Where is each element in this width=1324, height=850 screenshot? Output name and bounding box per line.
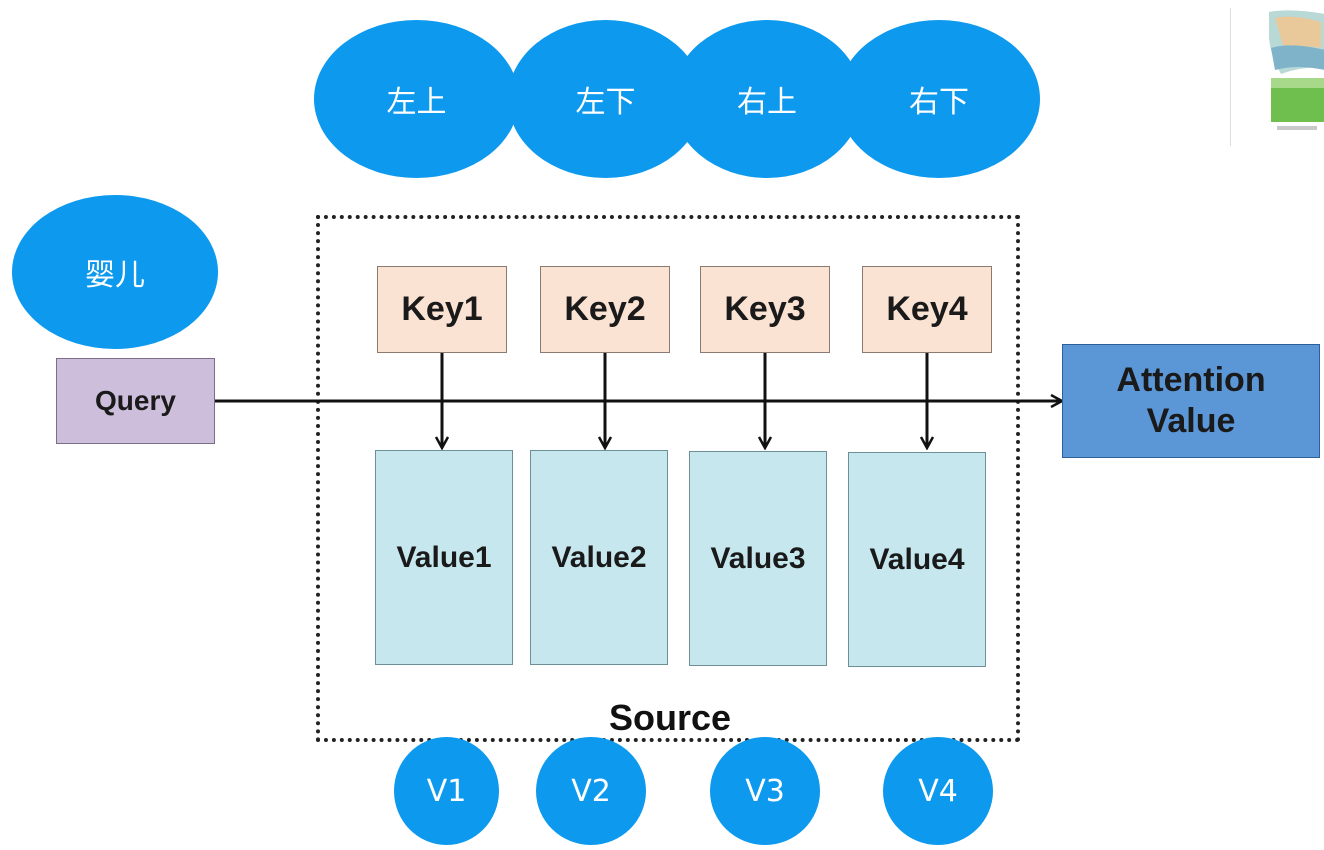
value-box-4: Value4 — [848, 452, 986, 667]
position-label: 右上 — [737, 85, 797, 120]
value-label: Value4 — [869, 542, 965, 576]
query-concept-label: 婴儿 — [85, 258, 145, 293]
v-circle-1: V1 — [394, 737, 499, 845]
v-label: V3 — [745, 773, 785, 809]
source-label: Source — [608, 697, 732, 738]
v-circle-4: V4 — [883, 737, 993, 845]
attention-value-box: Attention Value — [1062, 344, 1320, 458]
key-label: Key2 — [564, 290, 646, 328]
query-label: Query — [95, 385, 176, 416]
value-label: Value2 — [551, 540, 647, 574]
position-ellipse-bottom-left: 左下 — [508, 20, 703, 178]
v-label: V4 — [918, 773, 958, 809]
position-label: 左下 — [575, 85, 636, 120]
v-circle-3: V3 — [710, 737, 820, 845]
attention-line1: Attention — [1116, 361, 1266, 400]
v-label: V1 — [426, 773, 467, 809]
position-ellipse-top-left: 左上 — [314, 20, 519, 178]
key-label: Key3 — [724, 290, 806, 328]
key-box-3: Key3 — [700, 266, 830, 353]
value-label: Value1 — [396, 540, 492, 574]
image-thumbnail-icon — [1230, 8, 1324, 146]
position-ellipse-top-right: 右上 — [672, 20, 862, 178]
key-box-1: Key1 — [377, 266, 507, 353]
query-box: Query — [56, 358, 215, 444]
value-box-3: Value3 — [689, 451, 827, 666]
key-label: Key4 — [886, 290, 968, 328]
attention-line2: Value — [1146, 402, 1236, 440]
key-label: Key1 — [401, 290, 483, 328]
key-box-2: Key2 — [540, 266, 670, 353]
position-label: 左上 — [386, 85, 447, 120]
source-frame — [316, 215, 1020, 742]
query-concept-ellipse: 婴儿 — [12, 195, 218, 349]
v-circle-2: V2 — [536, 737, 646, 845]
key-box-4: Key4 — [862, 266, 992, 353]
value-label: Value3 — [710, 541, 806, 575]
value-box-1: Value1 — [375, 450, 513, 665]
position-ellipse-bottom-right: 右下 — [838, 20, 1040, 178]
value-box-2: Value2 — [530, 450, 668, 665]
v-label: V2 — [571, 773, 611, 809]
position-label: 右下 — [909, 85, 969, 120]
